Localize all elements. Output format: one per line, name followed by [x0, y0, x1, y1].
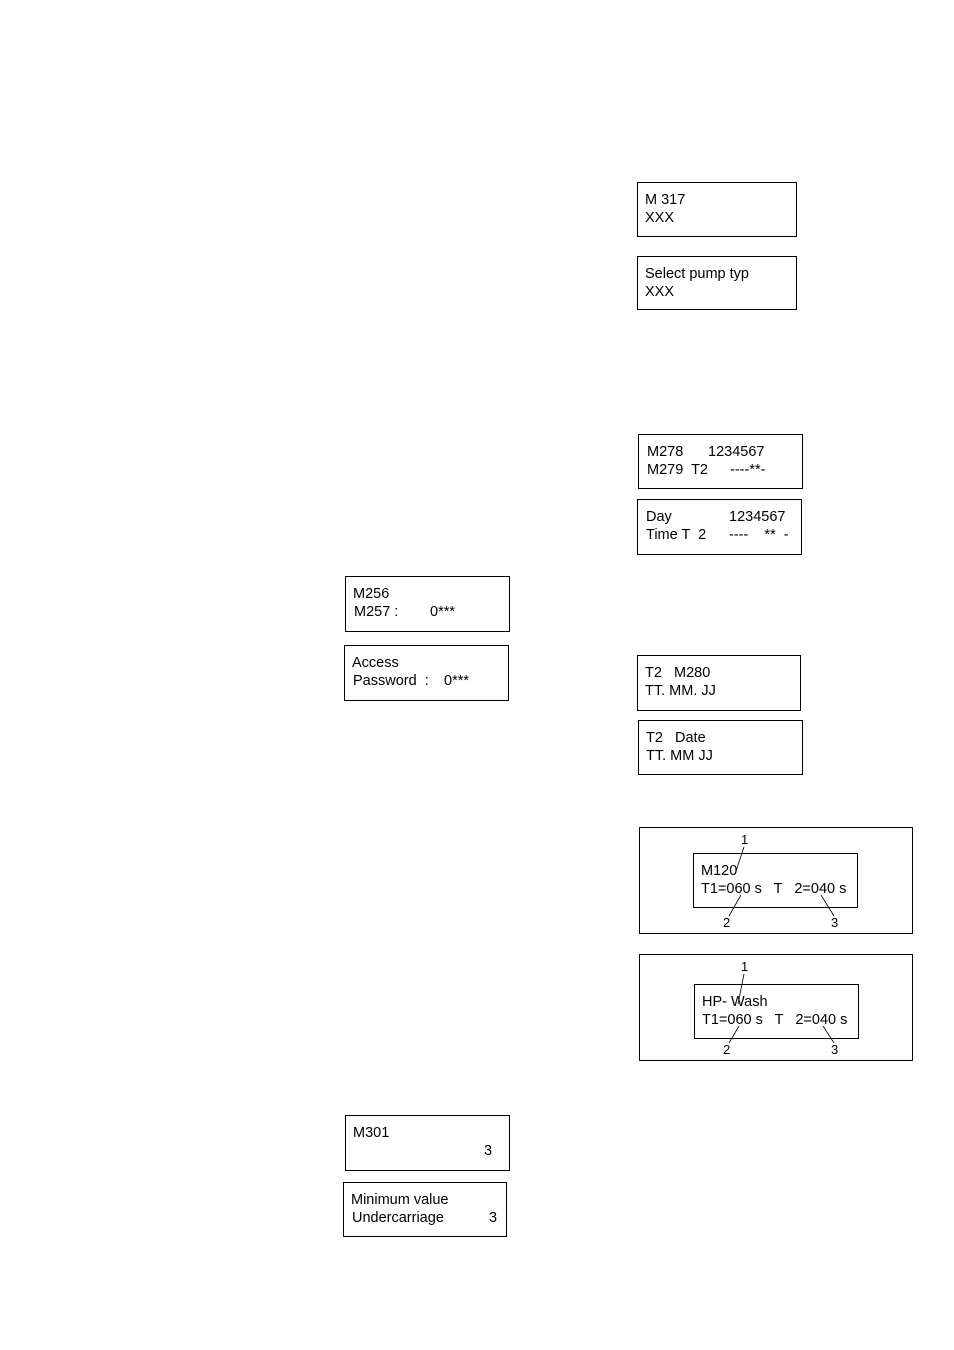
- lcd-value: ---- ** -: [729, 527, 789, 543]
- lcd-label: Password :: [353, 673, 429, 689]
- callout-number-1: 1: [741, 959, 749, 974]
- lcd-m278: M278 1234567 M279 T2 ----**-: [638, 434, 803, 489]
- lcd-line-2: 3: [353, 1142, 509, 1160]
- lcd-label: M278: [647, 444, 684, 460]
- lcd-line-2: Undercarriage 3: [351, 1209, 506, 1227]
- lcd-label: M279 T2: [647, 462, 708, 478]
- lcd-m120: M120 T1=060 s T 2=040 s: [693, 853, 858, 908]
- lcd-line-1: T2 M280: [645, 665, 711, 681]
- lcd-line-1: M301: [353, 1125, 390, 1141]
- lcd-hp-wash: HP- Wash T1=060 s T 2=040 s: [694, 984, 859, 1039]
- lcd-line-2: Time T 2 ---- ** -: [645, 526, 801, 544]
- lcd-line-2: Password : 0***: [352, 672, 508, 690]
- lcd-line-1: Minimum value: [351, 1192, 449, 1208]
- lcd-line-1: M278 1234567: [646, 443, 802, 461]
- lcd-line-1: Day 1234567: [645, 508, 801, 526]
- lcd-line-1: Access: [352, 655, 399, 671]
- lcd-value: 3: [489, 1210, 498, 1226]
- lcd-value: 0***: [444, 673, 469, 689]
- lcd-line-1: M 317: [645, 192, 686, 208]
- callout-number-2: 2: [723, 1042, 731, 1057]
- lcd-line-2: TT. MM JJ: [646, 748, 713, 764]
- lcd-line-2: M257 : 0***: [353, 603, 509, 621]
- lcd-label: Day: [646, 509, 672, 525]
- lcd-t2-date: T2 Date TT. MM JJ: [638, 720, 803, 775]
- lcd-line-1: M120: [701, 863, 738, 879]
- lcd-m301: M301 3: [345, 1115, 510, 1171]
- lcd-line-2: TT. MM. JJ: [645, 683, 716, 699]
- lcd-day: Day 1234567 Time T 2 ---- ** -: [637, 499, 802, 555]
- lcd-line-2: XXX: [645, 210, 675, 226]
- lcd-value: 0***: [430, 604, 455, 620]
- lcd-line-2: XXX: [645, 284, 675, 300]
- lcd-line-2: M279 T2 ----**-: [646, 461, 802, 479]
- callout-number-2: 2: [723, 915, 731, 930]
- lcd-line-1: Select pump typ: [645, 266, 749, 282]
- lcd-value: 1234567: [708, 444, 765, 460]
- lcd-value: 3: [484, 1143, 493, 1159]
- callout-number-1: 1: [741, 832, 749, 847]
- lcd-label: M257 :: [354, 604, 399, 620]
- lcd-access: Access Password : 0***: [344, 645, 509, 701]
- lcd-line-1: T2 Date: [646, 730, 706, 746]
- lcd-m256: M256 M257 : 0***: [345, 576, 510, 632]
- lcd-line-1: M256: [353, 586, 390, 602]
- lcd-value: ----**-: [730, 462, 766, 478]
- lcd-select-pump: Select pump typ XXX: [637, 256, 797, 310]
- callout-number-3: 3: [831, 1042, 839, 1057]
- lcd-t2-m280: T2 M280 TT. MM. JJ: [637, 655, 801, 711]
- lcd-value: 1234567: [729, 509, 786, 525]
- lcd-line-2: T1=060 s T 2=040 s: [702, 1012, 848, 1028]
- lcd-minimum-value: Minimum value Undercarriage 3: [343, 1182, 507, 1237]
- callout-number-3: 3: [831, 915, 839, 930]
- lcd-m317: M 317 XXX: [637, 182, 797, 237]
- lcd-label: Undercarriage: [352, 1210, 444, 1226]
- lcd-line-2: T1=060 s T 2=040 s: [701, 881, 847, 897]
- lcd-line-1: HP- Wash: [702, 994, 768, 1010]
- lcd-label: Time T 2: [646, 527, 707, 543]
